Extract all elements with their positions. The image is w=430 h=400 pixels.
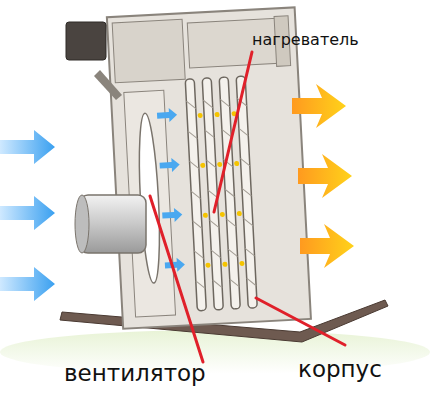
heat-dots bbox=[198, 111, 245, 268]
fan-motor bbox=[80, 195, 146, 253]
bracket bbox=[94, 70, 122, 100]
tube-coils bbox=[186, 98, 256, 289]
handle bbox=[66, 22, 106, 60]
leader-lines bbox=[150, 52, 345, 362]
hot-air-arrows bbox=[292, 84, 354, 268]
part-label: вентилятор bbox=[64, 360, 206, 386]
inner-air-arrows bbox=[157, 108, 186, 273]
housing bbox=[107, 7, 311, 328]
cold-air-arrows bbox=[0, 130, 55, 301]
control-box bbox=[112, 19, 185, 83]
part-label: нагреватель bbox=[252, 30, 359, 49]
motor-end bbox=[75, 195, 89, 253]
part-label: корпус bbox=[298, 356, 382, 382]
body-group bbox=[107, 7, 311, 328]
heater-tubes bbox=[185, 76, 257, 311]
